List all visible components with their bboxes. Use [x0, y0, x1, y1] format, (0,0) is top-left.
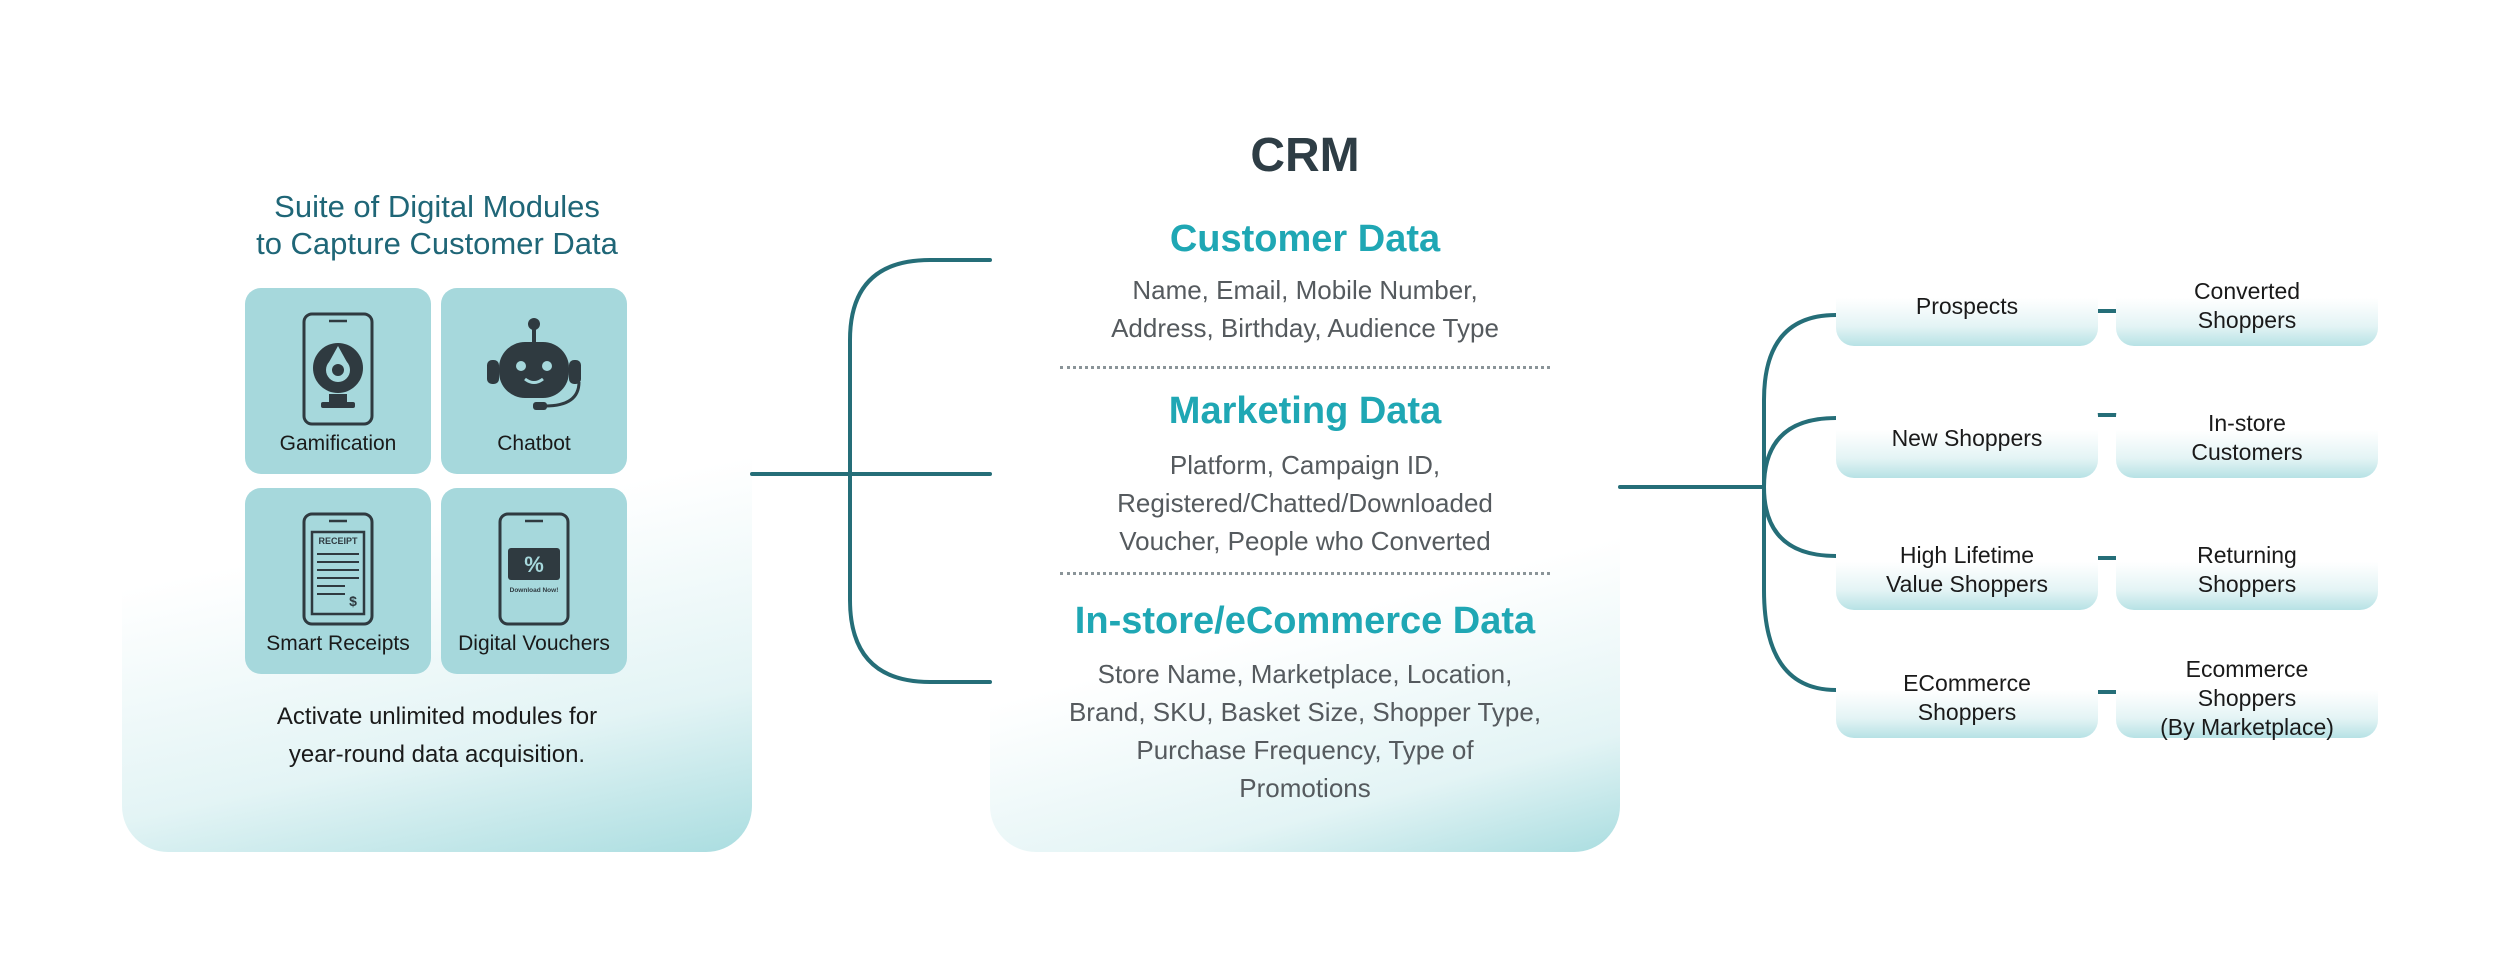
chatbot-robot-icon	[487, 318, 581, 410]
smart-receipt-phone-icon: RECEIPT $	[302, 512, 374, 626]
crm-panel	[990, 232, 1620, 852]
digital-voucher-phone-icon: % Download Now!	[498, 512, 570, 626]
marketing-data-title: Marketing Data	[1168, 390, 1442, 432]
segment-branch-2	[1762, 416, 1838, 489]
segment-new-shoppers: New Shoppers	[1836, 398, 2098, 478]
section-divider	[1060, 572, 1550, 575]
instore-ecommerce-data-body: Store Name, Marketplace, Location, Brand…	[1068, 659, 1542, 803]
svg-text:RECEIPT: RECEIPT	[318, 536, 358, 546]
segment-ecommerce-shoppers-by-marketplace: Ecommerce Shoppers (By Marketplace)	[2116, 656, 2378, 740]
module-tile-digital-vouchers[interactable]: % Download Now! Digital Vouchers	[441, 488, 627, 674]
customer-data-body: Name, Email, Mobile Number, Address, Bir…	[1111, 275, 1499, 343]
crm-title: CRM	[1250, 129, 1360, 182]
segment-converted-shoppers: Converted Shoppers	[2116, 266, 2378, 346]
section-divider	[1060, 366, 1550, 369]
customer-data-title: Customer Data	[1169, 218, 1441, 260]
segment-ecommerce-shoppers: ECommerce Shoppers	[1836, 658, 2098, 738]
module-label: Digital Vouchers	[458, 632, 610, 655]
modules-panel	[122, 160, 752, 852]
svg-text:$: $	[349, 593, 357, 609]
segment-instore-customers: In-store Customers	[2116, 398, 2378, 478]
module-label: Gamification	[279, 432, 397, 455]
gamification-phone-icon	[302, 312, 374, 426]
crm-brace	[848, 258, 992, 684]
segment-branch-4	[1762, 485, 1838, 692]
modules-caption: Activate unlimited modules for year-roun…	[276, 703, 598, 768]
module-tile-chatbot[interactable]: Chatbot	[441, 288, 627, 474]
module-tile-smart-receipts[interactable]: RECEIPT $ Smart Receipts	[245, 488, 431, 674]
module-label: Chatbot	[497, 432, 571, 455]
module-tile-gamification[interactable]: Gamification	[245, 288, 431, 474]
segment-prospects: Prospects	[1836, 266, 2098, 346]
segment-branch-1	[1762, 313, 1838, 489]
segment-returning-shoppers: Returning Shoppers	[2116, 530, 2378, 610]
svg-text:Download Now!: Download Now!	[510, 587, 559, 594]
marketing-data-body: Platform, Campaign ID, Registered/Chatte…	[1117, 450, 1493, 556]
modules-title: Suite of Digital Modules to Capture Cust…	[256, 189, 618, 261]
segment-high-lifetime-value-shoppers: High Lifetime Value Shoppers	[1836, 530, 2098, 610]
module-label: Smart Receipts	[266, 632, 410, 655]
instore-ecommerce-data-title: In-store/eCommerce Data	[1074, 600, 1536, 642]
segment-branch-3	[1762, 485, 1838, 558]
svg-text:%: %	[524, 552, 544, 577]
